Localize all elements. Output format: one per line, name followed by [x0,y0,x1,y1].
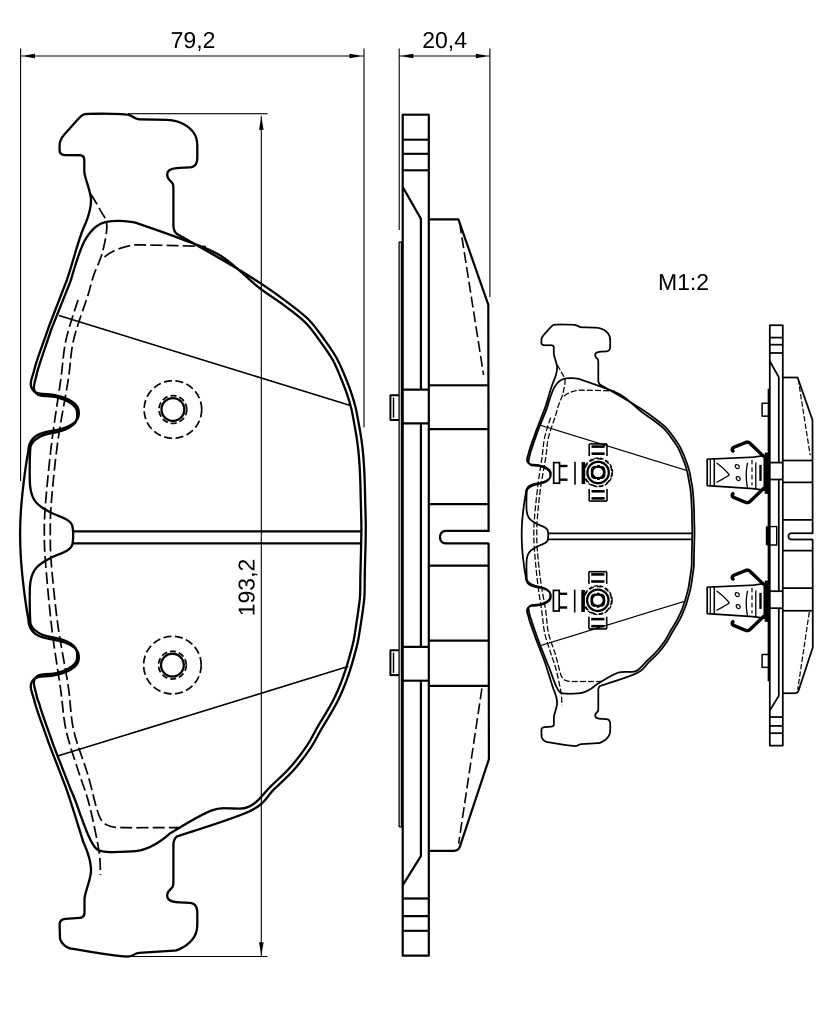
svg-text:193,2: 193,2 [233,559,259,617]
svg-text:79,2: 79,2 [171,27,216,53]
svg-text:M1:2: M1:2 [658,269,709,295]
svg-text:20,4: 20,4 [422,27,467,53]
